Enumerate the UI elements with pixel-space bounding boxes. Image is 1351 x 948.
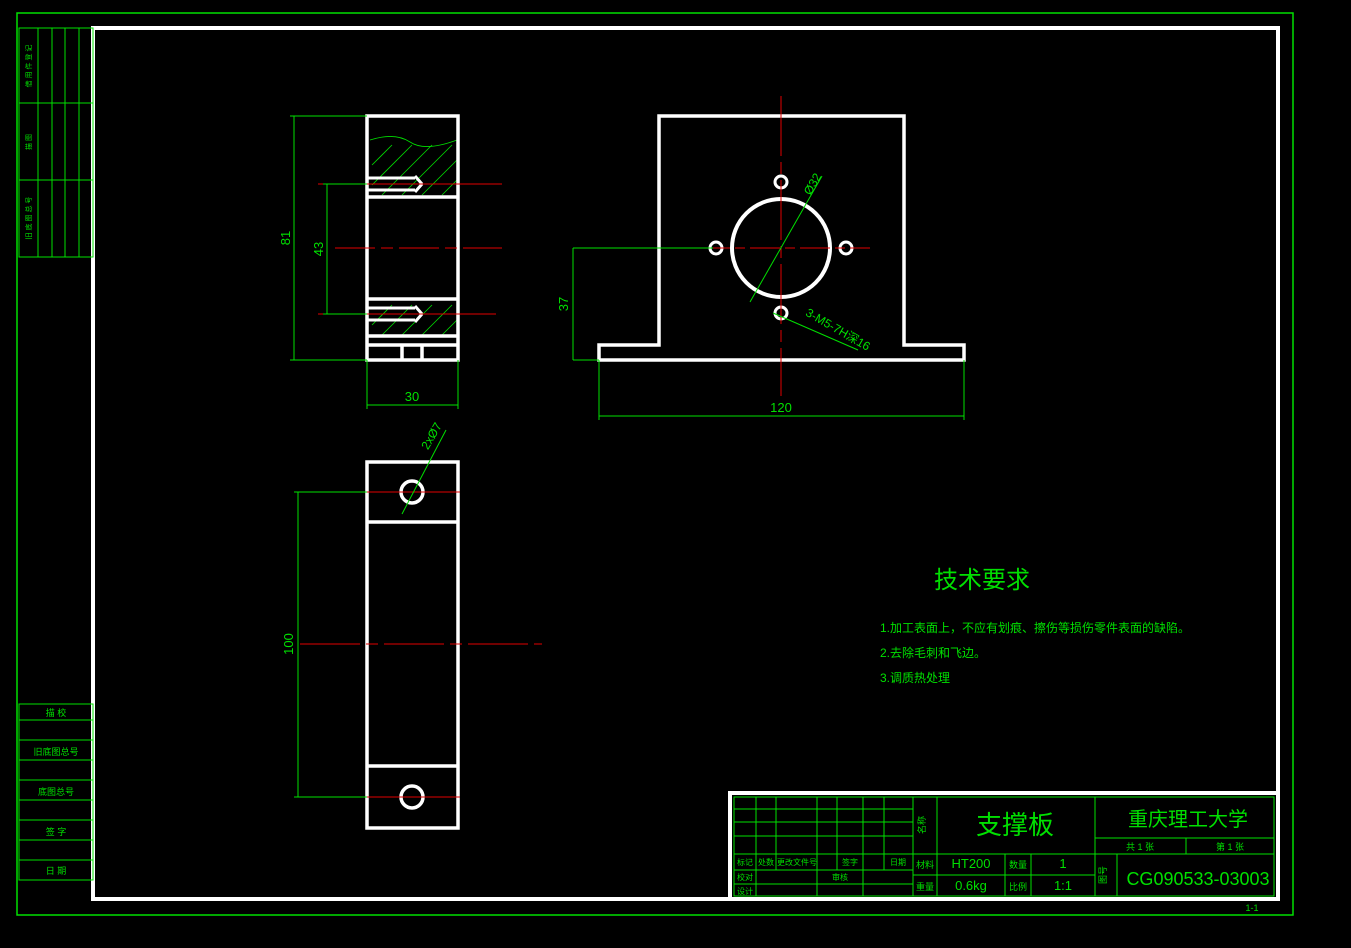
side-dim-width: 30 — [405, 389, 419, 404]
weight-value: 0.6kg — [955, 878, 987, 893]
material-value: HT200 — [951, 856, 990, 871]
side-dim-hole-spacing: 43 — [311, 242, 326, 256]
outer-border — [16, 12, 1294, 916]
sheet-total: 共 1 张 — [1126, 842, 1154, 852]
rev-header-docno: 更改文件号 — [777, 857, 817, 867]
scale-value: 1:1 — [1054, 878, 1072, 893]
top-view: 2xØ7 100 — [281, 420, 542, 830]
margin-label-sign: 签 字 — [46, 826, 67, 837]
sheet-size: 1-1 — [1245, 903, 1258, 913]
bore-label: Ø32 — [801, 170, 825, 197]
left-margin-bottom-labels: 描 校 旧底图总号 底图总号 签 字 日 期 — [33, 707, 78, 876]
thread-label: 3-M5-7H深16 — [803, 305, 873, 353]
margin-label-2: 描 图 — [24, 134, 33, 150]
margin-label-1: 借 用 件 登 记 — [24, 45, 33, 88]
margin-label-date: 日 期 — [46, 866, 67, 876]
top-view-centerlines — [300, 491, 542, 798]
side-view-hatching — [369, 136, 458, 336]
checker-label: 校对 — [737, 872, 753, 882]
front-dim-height: 37 — [556, 297, 571, 311]
side-view-centerlines — [318, 183, 502, 315]
drawing-no-label: 图号 — [1098, 866, 1108, 884]
scale-label: 比例 — [1009, 881, 1027, 892]
top-dim-length: 100 — [281, 633, 296, 655]
front-view: Ø32 3-M5-7H深16 37 120 — [556, 96, 966, 420]
margin-label-old-base: 旧底图总号 — [33, 746, 78, 757]
weight-label: 重量 — [916, 881, 934, 892]
margin-label-base: 底图总号 — [38, 786, 74, 797]
side-dim-height: 81 — [278, 231, 293, 245]
tech-requirements: 技术要求 1.加工表面上，不应有划痕、擦伤等损伤零件表面的缺陷。 2.去除毛刺和… — [880, 567, 1190, 685]
left-margin-top-labels: 借 用 件 登 记 描 图 旧 底 图 总 号 — [24, 45, 33, 240]
hole-label: 2xØ7 — [418, 420, 445, 452]
tech-item-2: 2.去除毛刺和飞边。 — [880, 645, 986, 660]
material-label: 材料 — [916, 859, 934, 870]
designer-label: 设计 — [737, 886, 753, 896]
rev-header-mark: 标记 — [737, 857, 753, 867]
rev-header-date: 日期 — [890, 858, 906, 867]
count-label: 数量 — [1009, 859, 1027, 870]
rev-header-count: 处数 — [758, 857, 774, 867]
part-name: 支撑板 — [976, 810, 1054, 840]
tech-title: 技术要求 — [934, 567, 1030, 594]
left-margin-top-table — [18, 27, 94, 258]
front-view-centerlines — [700, 96, 870, 396]
reviewer-label: 审核 — [832, 872, 848, 882]
left-margin-bottom-table — [18, 703, 94, 881]
front-dim-length: 120 — [770, 400, 792, 415]
tech-item-3: 3.调质热处理 — [880, 671, 950, 685]
tech-item-1: 1.加工表面上，不应有划痕、擦伤等损伤零件表面的缺陷。 — [880, 620, 1190, 635]
sheet-no: 第 1 张 — [1216, 841, 1244, 852]
rev-header-sign: 签字 — [842, 857, 858, 867]
school-name: 重庆理工大学 — [1128, 808, 1248, 831]
title-block: 标记 处数 更改文件号 签字 日期 校对 设计 审核 名称 支撑板 材料 HT2… — [728, 791, 1280, 913]
drawing-no: CG090533-03003 — [1126, 869, 1269, 889]
side-view: 81 43 30 — [278, 114, 502, 409]
margin-label-miaojiao: 描 校 — [46, 707, 67, 718]
margin-label-3: 旧 底 图 总 号 — [24, 197, 33, 240]
count-value: 1 — [1059, 856, 1066, 871]
inner-frame — [91, 26, 1280, 901]
name-label: 名称 — [916, 816, 927, 834]
